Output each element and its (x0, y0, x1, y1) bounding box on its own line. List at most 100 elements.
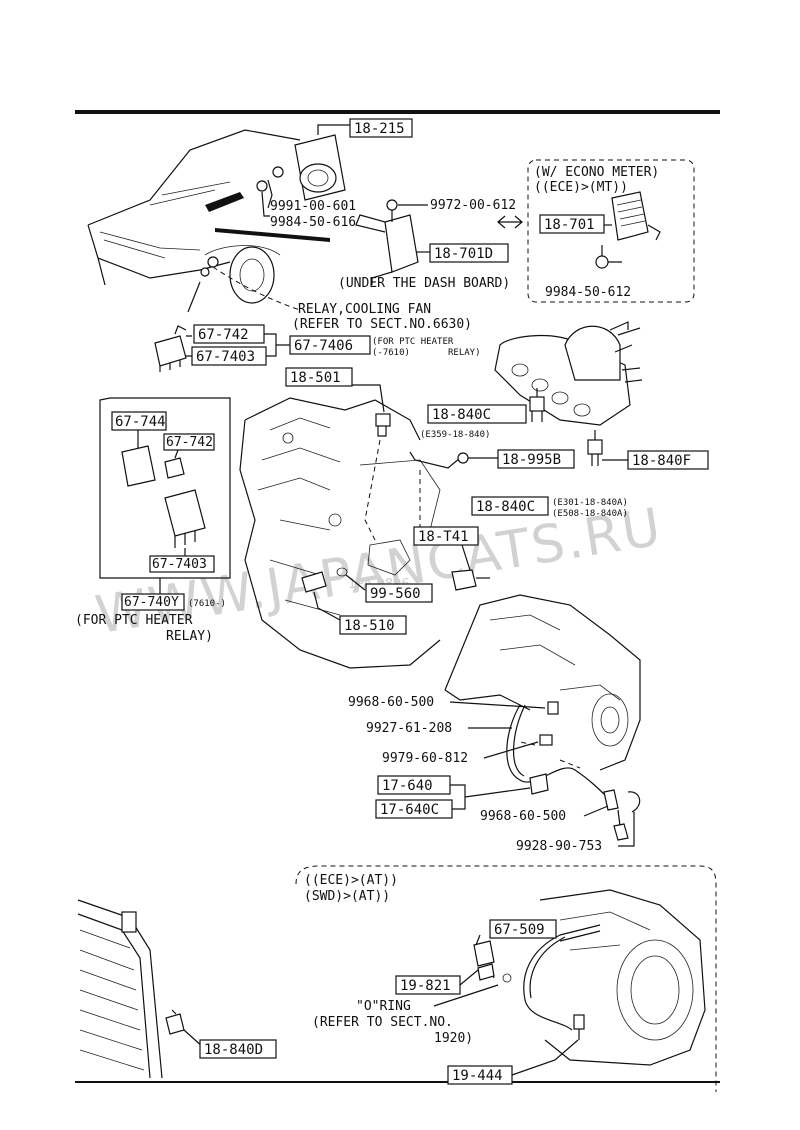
part-67-7406: 67-7406 (294, 338, 353, 354)
leader-o-ring (433, 984, 499, 1007)
part-18-501: 18-501 (290, 370, 341, 386)
econo-meter-group (527, 159, 695, 303)
callout-box-18-T41 (413, 526, 479, 546)
callout-box-18-510 (339, 615, 407, 635)
under-dash-note: (UNDER THE DASH BOARD) (338, 276, 510, 291)
automatic-transmission (539, 889, 706, 1066)
sender-18-840C-a (529, 388, 545, 422)
callout-box-67-7403b (149, 555, 215, 573)
bracket-18-701D (355, 199, 523, 285)
e508-note: (E508-18-840A) (552, 509, 628, 519)
part-18-840D: 18-840D (204, 1042, 263, 1058)
part-9928-90-753: 9928-90-753 (516, 839, 602, 854)
relay-67-7403-panel (164, 489, 206, 556)
callout-box-18-840D (199, 1039, 277, 1059)
ptc-7610-note: (-7610) (372, 348, 410, 358)
part-99-560: 99-560 (370, 586, 421, 602)
horn-18-215 (256, 124, 350, 217)
part-18-701: 18-701 (544, 217, 595, 233)
sender-18-840F (587, 430, 628, 466)
part-9979-60-812: 9979-60-812 (382, 751, 468, 766)
callout-box-67-740Y (121, 593, 185, 611)
leader-17-640 (450, 784, 531, 810)
leader-9928-90-753 (618, 812, 635, 847)
part-17-640: 17-640 (382, 778, 433, 794)
part-18-510: 18-510 (344, 618, 395, 634)
relay-panel-frame (99, 397, 231, 579)
callout-box-18-501 (285, 367, 353, 387)
intake-manifold (494, 321, 643, 426)
solenoid-19-821 (473, 934, 512, 983)
sensor-18-510 (301, 567, 366, 621)
part-18-840F: 18-840F (632, 453, 691, 469)
part-18-995B: 18-995B (502, 452, 561, 468)
at-swd-note: (SWD)>(AT)) (304, 889, 390, 904)
part-67-509: 67-509 (494, 922, 545, 938)
econo-mt-note: ((ECE)>(MT)) (534, 180, 628, 195)
ptc-heater-label: (FOR PTC HEATER (75, 613, 193, 628)
part-9927-61-208: 9927-61-208 (366, 721, 452, 736)
o-ring-sect-note: 1920) (434, 1031, 473, 1046)
part-18-701D: 18-701D (434, 246, 493, 262)
relay-refer-note: (REFER TO SECT.NO.6630) (292, 317, 472, 332)
part-9984-50-616: 9984-50-616 (270, 215, 356, 230)
cable-67-509 (523, 924, 601, 1040)
note-7610: (7610-) (188, 599, 226, 609)
econo-meter-note: (W/ ECONO METER) (534, 165, 659, 180)
callout-box-67-742b (163, 433, 215, 451)
part-9968-60-500: 9968-60-500 (348, 695, 434, 710)
ptc-heater-relay-label: RELAY) (166, 629, 213, 644)
part-18-215: 18-215 (354, 121, 405, 137)
engine-block (239, 397, 441, 669)
part-67-742: 67-742 (198, 327, 249, 343)
manual-transmission (444, 594, 641, 771)
part-18-840C-second: 18-840C (476, 499, 535, 515)
ptc-heater-note: (FOR PTC HEATER (372, 337, 454, 347)
callout-box-18-840F (627, 450, 709, 470)
callout-box-99-560 (365, 583, 433, 603)
o-ring-label: "O"RING (356, 999, 411, 1014)
sensor-18-T41 (451, 544, 490, 591)
callout-box-18-701 (539, 214, 605, 234)
part-67-7403-panel: 67-7403 (152, 557, 207, 572)
ptc-relay-note: RELAY) (448, 348, 481, 358)
part-9991-00-601: 9991-00-601 (270, 199, 356, 214)
callout-box-18-995B (497, 449, 575, 469)
callout-box-67-509 (489, 919, 557, 939)
relay-cooling-fan-label: RELAY,COOLING FAN (298, 302, 431, 317)
part-17-640C: 17-640C (380, 802, 439, 818)
part-67-744: 67-744 (115, 414, 166, 430)
callout-box-18-840C-a (427, 404, 527, 424)
callout-box-67-744 (111, 411, 167, 431)
part-19-821: 19-821 (400, 978, 451, 994)
leader-19-444 (511, 1039, 579, 1076)
part-67-742-panel: 67-742 (166, 435, 213, 450)
radiator (77, 899, 205, 1079)
part-67-7403: 67-7403 (196, 349, 255, 365)
part-18-840C: 18-840C (432, 407, 491, 423)
relay-67-742-group (154, 325, 192, 372)
leader-19-821 (459, 969, 479, 986)
econo-module (595, 191, 661, 269)
part-9984-50-612: 9984-50-612 (545, 285, 631, 300)
bracket-18-995B (409, 451, 498, 469)
leader-9979-60-812 (483, 741, 539, 759)
relay-67-744 (121, 430, 185, 487)
speed-sensor-harness (506, 701, 641, 841)
part-67-740Y: 67-740Y (124, 595, 179, 610)
leader-9968-60-500-a (449, 701, 546, 709)
e301-note: (E301-18-840A) (552, 498, 628, 508)
callout-box-67-7406 (289, 335, 371, 355)
part-9968-60-500-second: 9968-60-500 (480, 809, 566, 824)
at-group-frame (295, 865, 717, 1092)
leader-9968-60-500-b (583, 805, 609, 817)
part-18-T41: 18-T41 (418, 529, 469, 545)
at-ece-note: ((ECE)>(AT)) (304, 873, 398, 888)
car-front-drawing (87, 129, 330, 313)
part-9972-00-612: 9972-00-612 (430, 198, 516, 213)
callout-box-18-701D (429, 243, 509, 263)
e359-note: (E359-18-840) (420, 430, 490, 440)
sensor-18-501 (352, 384, 391, 437)
